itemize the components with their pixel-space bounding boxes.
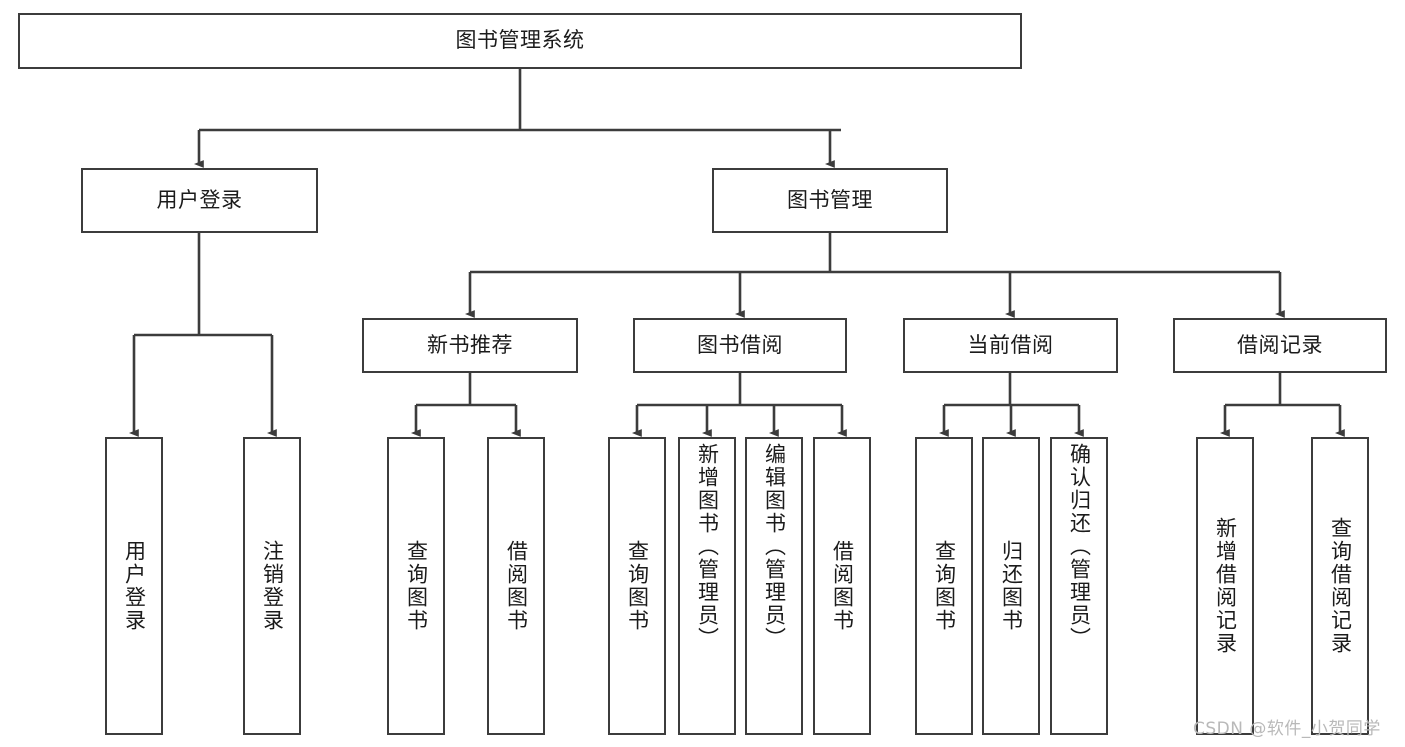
node-borrow-record-label: 借阅记录 [1237,332,1323,357]
node-user-login-label: 用户登录 [156,187,243,212]
node-leaf-edit-book-label: 编辑图书（管理员） [762,443,787,650]
node-leaf-borrow-book[interactable]: 借阅图书 [813,437,871,735]
node-root[interactable]: 图书管理系统 [18,13,1022,69]
node-current-borrow[interactable]: 当前借阅 [903,318,1118,373]
node-leaf-query-book-current[interactable]: 查询图书 [915,437,973,735]
node-leaf-query-book-borrow[interactable]: 查询图书 [608,437,666,735]
node-leaf-borrow-book-recommend[interactable]: 借阅图书 [487,437,545,735]
node-leaf-edit-book[interactable]: 编辑图书（管理员） [745,437,803,735]
node-leaf-confirm-return-label: 确认归还（管理员） [1067,443,1092,650]
node-leaf-add-book[interactable]: 新增图书（管理员） [678,437,736,735]
node-leaf-query-book-recommend[interactable]: 查询图书 [387,437,445,735]
node-leaf-add-borrow-record-label: 新增借阅记录 [1213,517,1238,655]
node-leaf-add-borrow-record[interactable]: 新增借阅记录 [1196,437,1254,735]
node-leaf-return-book[interactable]: 归还图书 [982,437,1040,735]
node-leaf-query-borrow-record[interactable]: 查询借阅记录 [1311,437,1369,735]
csdn-watermark: CSDN @软件_小贺同学 [1193,719,1381,739]
node-leaf-query-book-current-label: 查询图书 [932,540,957,632]
node-leaf-return-book-label: 归还图书 [999,540,1024,632]
node-borrow-record[interactable]: 借阅记录 [1173,318,1387,373]
node-new-book-recommend-label: 新书推荐 [427,332,513,357]
node-book-borrow[interactable]: 图书借阅 [633,318,847,373]
node-user-login[interactable]: 用户登录 [81,168,318,233]
node-current-borrow-label: 当前借阅 [967,332,1054,357]
node-book-management-label: 图书管理 [787,187,873,212]
node-leaf-logout[interactable]: 注销登录 [243,437,301,735]
node-leaf-confirm-return[interactable]: 确认归还（管理员） [1050,437,1108,735]
node-leaf-query-book-recommend-label: 查询图书 [404,540,429,632]
node-new-book-recommend[interactable]: 新书推荐 [362,318,578,373]
node-root-label: 图书管理系统 [455,28,585,53]
node-leaf-user-login[interactable]: 用户登录 [105,437,163,735]
node-leaf-add-book-label: 新增图书（管理员） [695,443,720,650]
node-leaf-user-login-label: 用户登录 [122,540,147,632]
node-book-management[interactable]: 图书管理 [712,168,948,233]
node-leaf-logout-label: 注销登录 [260,540,285,632]
node-leaf-borrow-book-label: 借阅图书 [830,540,855,632]
node-book-borrow-label: 图书借阅 [697,332,783,357]
node-leaf-borrow-book-recommend-label: 借阅图书 [504,540,529,632]
node-leaf-query-book-borrow-label: 查询图书 [625,540,650,632]
node-leaf-query-borrow-record-label: 查询借阅记录 [1328,517,1353,655]
